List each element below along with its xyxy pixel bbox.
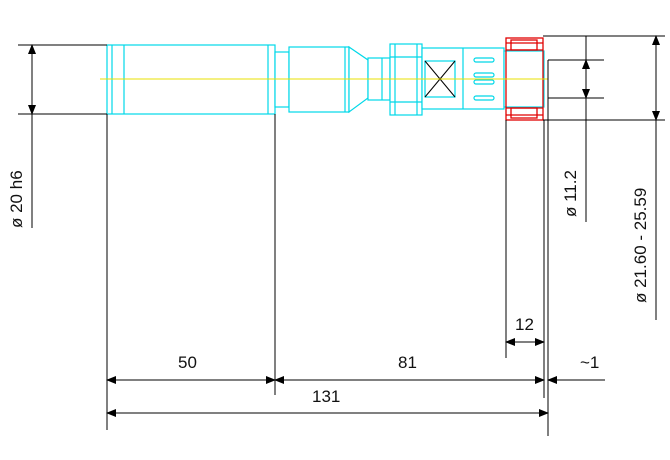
dimension-lines (18, 35, 665, 436)
dim-inner-diameter: ø 11.2 (561, 170, 580, 217)
dim-length-head: 12 (515, 315, 534, 334)
dim-clamp-range: ø 21.60 - 25.59 (631, 188, 650, 303)
dim-offset: ~1 (580, 353, 599, 372)
dim-shank-diameter: ø 20 h6 (7, 170, 26, 228)
dim-length-shank: 50 (178, 353, 197, 372)
dim-length-body: 81 (398, 353, 417, 372)
dim-length-total: 131 (312, 387, 340, 406)
